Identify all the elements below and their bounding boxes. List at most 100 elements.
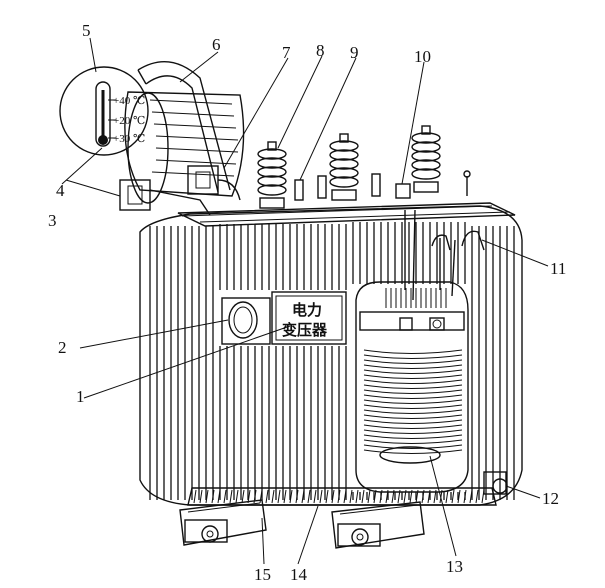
coil-turn [363,369,463,374]
coil-turn [363,359,463,364]
coil-turn [363,409,463,414]
callout-10: 10 [414,47,431,66]
callout-5: 5 [82,21,91,40]
coil-turn [363,429,463,434]
base-hatch [205,489,209,504]
callout-3: 3 [48,211,57,230]
base-hatch [295,489,299,504]
base-hatch [421,489,425,504]
winding-coils [363,349,463,454]
base-hatch [445,489,449,504]
bushing-shed [329,149,359,161]
base-hatch [475,489,479,504]
base-hatch [223,489,227,504]
base-hatch [343,489,347,504]
base-hatch [463,489,467,504]
base-hatch [277,489,281,504]
base-hatch [265,489,269,504]
callout-13: 13 [446,557,463,576]
base-hatch [289,489,293,504]
leader-lines [61,37,549,565]
base-hatch [373,489,377,504]
base-hatch [325,489,329,504]
base-hatch [451,489,455,504]
coil-turn [363,404,463,409]
base-hatch [247,489,251,504]
coil-turn [363,354,463,359]
coil-turn [363,364,463,369]
cover-fittings [294,170,471,201]
gauge-label-3: +30 ℃ [113,133,145,145]
bushing-shed [257,148,287,160]
bushing-shed [411,150,441,162]
bushing-shed [257,157,287,169]
bushing-shed [257,184,287,196]
coil-turn [363,349,463,354]
bushing-shed [329,167,359,179]
gauge-label-1: +40 ℃ [113,95,145,107]
callout-8: 8 [316,41,325,60]
coil-turn [363,449,463,454]
callout-11: 11 [550,259,566,278]
coil-turn [363,394,463,399]
coil-turn [363,379,463,384]
nameplate-line2: 变压器 [282,321,328,339]
base-hatch [457,489,461,504]
base-hatch [319,489,323,504]
base-hatch [199,489,203,504]
bushing-base [259,197,285,209]
callout-7: 7 [282,43,291,62]
base-hatch [211,489,215,504]
coil-turn [363,374,463,379]
bushing-base [331,189,357,201]
callout-12: 12 [542,489,559,508]
tank [139,202,523,506]
bushing-base [413,181,439,193]
base-hatch [367,489,371,504]
callout-4: 4 [56,181,65,200]
lifting-lug [431,230,485,251]
bushing-shed [411,141,441,153]
bushing-shed [329,158,359,170]
base-hatch [235,489,239,504]
bushing-cap [339,133,349,143]
base-hatch [379,489,383,504]
callout-2: 2 [58,338,67,357]
base-hatch [271,489,275,504]
base-hatch [409,489,413,504]
coil-turn [363,444,463,449]
bushing-shed [411,168,441,180]
base-hatch [307,489,311,504]
bushing-shed [257,175,287,187]
base-hatch [337,489,341,504]
base-hatch [361,489,365,504]
bushing-cap [421,125,431,135]
callout-15: 15 [254,565,271,584]
base-hatch [391,489,395,504]
base-hatch [331,489,335,504]
base-hatch [415,489,419,504]
base-hatch [301,489,305,504]
bushing-shed [257,166,287,178]
coil-turn [363,384,463,389]
coil-turn [363,424,463,429]
conservator [119,61,245,216]
base-hatch [313,489,317,504]
coil-turn [363,439,463,444]
coil-turn [363,389,463,394]
base-hatch [241,489,245,504]
base-hatch [385,489,389,504]
base-hatch [469,489,473,504]
base-hatch [433,489,437,504]
bushing-shed [329,176,359,188]
base [179,471,508,549]
base-hatch [403,489,407,504]
bushing-shed [329,140,359,152]
coil-turn [363,434,463,439]
bushing-shed [411,132,441,144]
nameplate-area: 电力 变压器 [221,291,347,345]
nameplate-line1: 电力 [292,301,322,319]
callout-1: 1 [76,387,85,406]
